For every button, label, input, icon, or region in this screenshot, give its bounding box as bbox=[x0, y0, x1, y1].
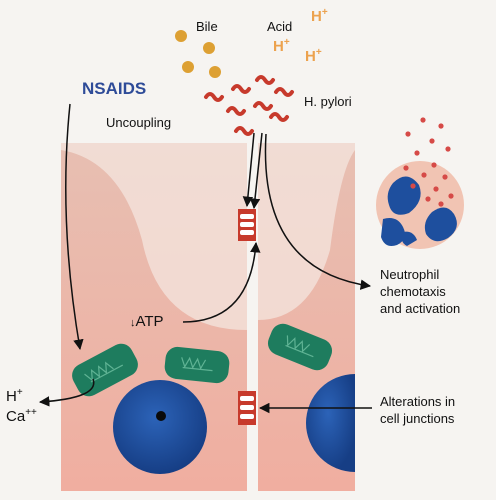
charge-symbol: + bbox=[321, 7, 328, 18]
nucleus-right bbox=[306, 374, 355, 472]
h-pylori-label: H. pylori bbox=[304, 94, 352, 109]
nucleus-left bbox=[113, 380, 207, 474]
mitochondrion-middle bbox=[164, 346, 230, 384]
h-pylori-arrow-1 bbox=[242, 132, 255, 208]
charge-symbol: + bbox=[16, 387, 23, 398]
atp-text: ATP bbox=[135, 313, 164, 330]
uncoupling-label: Uncoupling bbox=[106, 115, 172, 130]
h-plus-symbol: H bbox=[6, 388, 17, 405]
mitochondria bbox=[72, 323, 333, 397]
mitochondrion-right bbox=[267, 323, 333, 371]
calcium-symbol: Ca bbox=[6, 408, 26, 425]
nsaids-arrow bbox=[65, 103, 84, 351]
h-plus-symbol: H bbox=[311, 8, 322, 25]
h-plus-ion-1: H+ bbox=[311, 7, 328, 26]
neutrophil-granules bbox=[403, 117, 454, 207]
neutrophil-label-line-1: Neutrophil bbox=[380, 267, 440, 282]
apical-surface-right bbox=[258, 143, 355, 320]
cell-junctions-label: Alterations in cell junctions bbox=[380, 393, 455, 427]
hydrogen-ion-label: H+ bbox=[6, 387, 23, 406]
charge-symbol: + bbox=[315, 47, 322, 58]
bile-droplets bbox=[175, 30, 221, 78]
h-plus-ion-2: H+ bbox=[273, 37, 290, 56]
acid-label: Acid bbox=[267, 19, 293, 34]
h-pylori-bacteria bbox=[204, 75, 294, 136]
calcium-ion-label: Ca++ bbox=[6, 407, 37, 426]
bile-label: Bile bbox=[196, 19, 218, 34]
neutrophil-label-line-2: chemotaxis bbox=[380, 284, 446, 299]
charge-symbol: + bbox=[283, 37, 290, 48]
h-plus-symbol: H bbox=[305, 48, 316, 65]
nucleolus bbox=[156, 411, 166, 421]
pathway-arrows bbox=[38, 103, 372, 414]
ion-efflux-arrow bbox=[38, 378, 95, 407]
nsaids-label: NSAIDS bbox=[82, 79, 147, 98]
atp-arrow bbox=[182, 241, 261, 323]
cell-junctions-label-line-2: cell junctions bbox=[380, 411, 455, 426]
mitochondrion-left bbox=[72, 343, 138, 397]
charge-symbol: ++ bbox=[25, 407, 37, 418]
h-plus-ion-3: H+ bbox=[305, 47, 322, 66]
neutrophil bbox=[376, 117, 464, 249]
neutrophil-label-line-3: and activation bbox=[380, 301, 461, 316]
h-pylori-arrow-2 bbox=[249, 132, 263, 210]
cell-junction-upper bbox=[238, 209, 256, 241]
decrease-arrow: ↓ bbox=[130, 317, 136, 329]
atp-label: ↓ATP bbox=[130, 313, 164, 332]
neutrophil-arrow bbox=[264, 133, 372, 290]
cell-junctions-label-line-1: Alterations in bbox=[380, 394, 456, 409]
epithelial-cells bbox=[61, 143, 355, 491]
neutrophil-label: Neutrophil chemotaxis and activation bbox=[380, 266, 460, 317]
cell-junction-lower bbox=[238, 391, 256, 425]
nuclei bbox=[113, 374, 355, 474]
apical-surface-left bbox=[61, 143, 247, 330]
h-plus-symbol: H bbox=[273, 38, 284, 55]
